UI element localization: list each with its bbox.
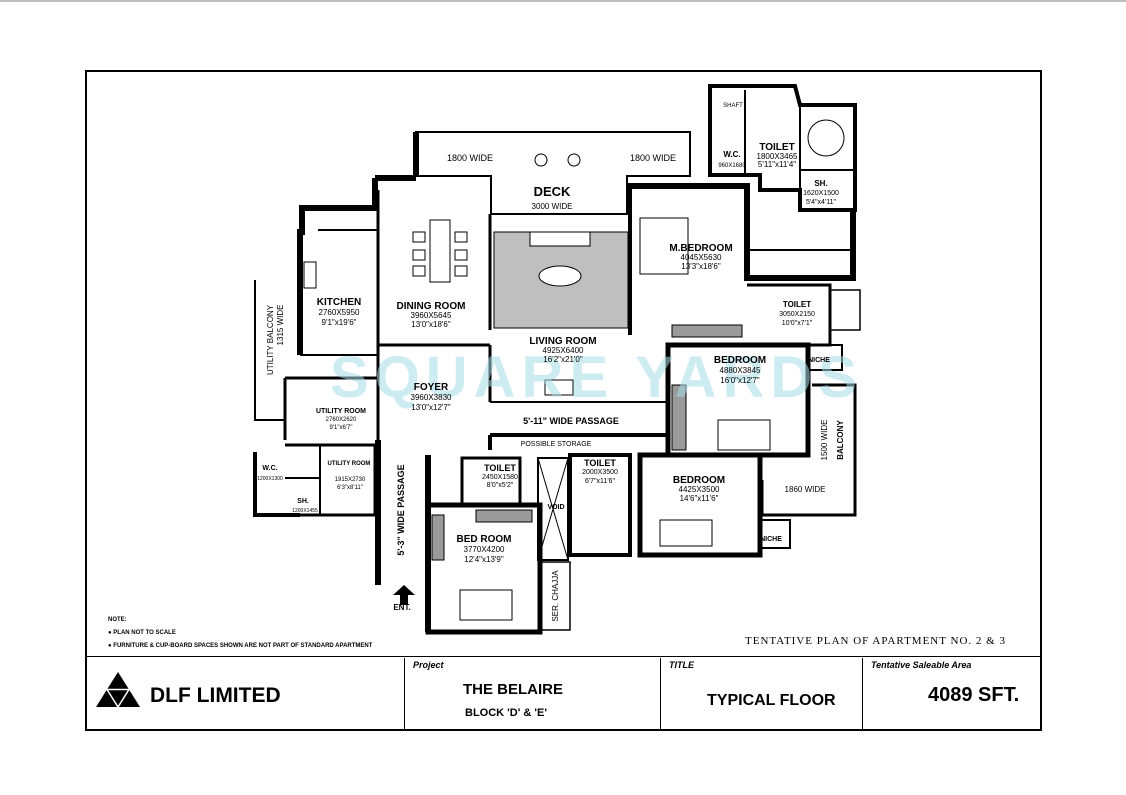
passage-label: 5'-11" WIDE PASSAGE [523, 416, 619, 426]
sh-servant-size: 1200X1455 [292, 508, 318, 514]
ser-chajja-label: SER. CHAJJA [551, 570, 560, 622]
toilet-bed1-label: TOILET [783, 300, 811, 309]
toilet-small-size: 2450X1580 [482, 474, 518, 481]
bedroom1-label: BEDROOM [714, 355, 766, 366]
toilet-small-ft: 8'0"x5'2" [487, 482, 514, 489]
entrance-label: ENT. [393, 603, 410, 612]
utility-room2-size: 1915X2730 [335, 477, 366, 483]
entry-arrow-icon [393, 585, 415, 605]
balcony-width: 1500 WIDE [820, 420, 829, 461]
deck-right-width: 1800 WIDE [630, 153, 676, 163]
dining-ft: 13'0"x18'6" [411, 320, 451, 329]
width-1860: 1860 WIDE [785, 485, 826, 494]
toilet-bed2-label: TOILET [584, 458, 616, 468]
living-size: 4925X6400 [543, 346, 584, 355]
master-shower-ft: 5'4"x4'11" [806, 199, 837, 206]
master-toilet-size: 1800X3465 [757, 152, 798, 161]
utility-room2-label: UTILITY ROOM [328, 461, 371, 467]
niche-upper-label: NICHE [808, 357, 830, 364]
master-shower-label: SH. [814, 179, 827, 188]
title-value: TYPICAL FLOOR [707, 692, 836, 709]
dlf-logo-icon [96, 672, 140, 708]
top-border-line [0, 0, 1126, 2]
foyer-size: 3960X3830 [411, 393, 452, 402]
area-value: 4089 SFT. [928, 684, 1020, 706]
shaft-label: SHAFT [723, 103, 743, 109]
sh-servant-label: SH. [297, 498, 309, 505]
toilet-bed1-ft: 10'0"x7'1" [782, 320, 813, 327]
title-block-divider [87, 656, 1040, 657]
bed-room-ft: 12'4"x13'9" [464, 555, 504, 564]
master-bedroom-size: 4045X5630 [681, 253, 722, 262]
kitchen-size: 2760X5950 [319, 308, 360, 317]
project-cell: Project [404, 658, 660, 730]
entry-passage-label: 5'-3" WIDE PASSAGE [396, 464, 406, 555]
master-bedroom-ft: 13'3"x18'6" [681, 262, 721, 271]
wc-servant-label: W.C. [262, 465, 277, 472]
utility-room2-ft: 6'3"x8'11" [337, 485, 363, 491]
bed-room-size: 3770X4200 [464, 545, 505, 554]
toilet-bed2-size: 2000X3500 [582, 469, 618, 476]
void-label: VOID [547, 504, 564, 511]
project-name: THE BELAIRE [463, 681, 564, 698]
project-heading: Project [413, 660, 444, 670]
notes: NOTE: ● PLAN NOT TO SCALE ● FURNITURE & … [108, 614, 372, 653]
utility-balcony-label: UTILITY BALCONY [266, 304, 275, 375]
niche-lower-label: NICHE [760, 536, 782, 543]
walls [253, 84, 861, 635]
toilet-small-label: TOILET [484, 463, 516, 473]
room-labels: 1800 WIDE 1800 WIDE DECK 3000 WIDE SHAFT… [257, 103, 845, 622]
company-name: DLF LIMITED [150, 684, 281, 707]
note-item: ● FURNITURE & CUP-BOARD SPACES SHOWN ARE… [108, 643, 373, 649]
title-cell: TITLE [660, 658, 862, 730]
notes-heading: NOTE: [108, 617, 127, 623]
wc-servant-size: 1200X1300 [257, 476, 283, 482]
bedroom1-size: 4880X3845 [720, 366, 761, 375]
master-bedroom-label: M.BEDROOM [669, 243, 732, 254]
dining-size: 3960X5645 [411, 311, 452, 320]
foyer-ft: 13'0"x12'7" [411, 403, 451, 412]
area-cell: Tentative Saleable Area [862, 658, 1040, 730]
utility-room1-ft: 9'1"x6'7" [330, 425, 353, 431]
living-ft: 16'2"x21'0" [543, 355, 583, 364]
master-wc-size: 960X1680 [718, 163, 746, 169]
possible-storage-label: POSSIBLE STORAGE [521, 441, 592, 448]
drawing-frame [85, 70, 1042, 731]
living-label: LIVING ROOM [529, 336, 596, 347]
master-toilet-label: TOILET [759, 142, 794, 153]
master-wc-label: W.C. [723, 150, 740, 159]
note-item: ● PLAN NOT TO SCALE [108, 630, 176, 636]
project-block: BLOCK 'D' & 'E' [465, 707, 547, 719]
bed-room-label: BED ROOM [457, 534, 512, 545]
tentative-plan-caption: TENTATIVE PLAN OF APARTMENT NO. 2 & 3 [745, 635, 1006, 647]
toilet-bed2-ft: 6'7"x11'6" [585, 478, 616, 485]
toilet-bed1-size: 3050X2150 [779, 311, 815, 318]
master-shower-size: 1620X1500 [803, 190, 839, 197]
utility-room1-size: 2760X2620 [326, 417, 357, 423]
bedroom2-ft: 14'6"x11'6" [680, 494, 719, 503]
bedroom2-label: BEDROOM [673, 475, 725, 486]
area-heading: Tentative Saleable Area [871, 660, 972, 670]
balcony-label: BALCONY [836, 420, 845, 460]
utility-room1-label: UTILITY ROOM [316, 408, 366, 415]
furniture [303, 119, 845, 621]
deck-left-width: 1800 WIDE [447, 153, 493, 163]
kitchen-ft: 9'1"x19'6" [322, 318, 357, 327]
bedroom2-size: 4425X3500 [679, 485, 720, 494]
foyer-label: FOYER [414, 382, 449, 393]
kitchen-label: KITCHEN [317, 297, 361, 308]
utility-balcony-width: 1315 WIDE [276, 305, 285, 346]
deck-size: 3000 WIDE [532, 202, 573, 211]
bedroom1-ft: 16'0"x12'7" [720, 376, 760, 385]
watermark: SQUARE YARDS [330, 345, 863, 410]
deck-label: DECK [534, 184, 571, 199]
title-heading: TITLE [669, 660, 694, 670]
master-toilet-ft: 5'11"x11'4" [758, 160, 796, 169]
dining-label: DINING ROOM [397, 301, 466, 312]
